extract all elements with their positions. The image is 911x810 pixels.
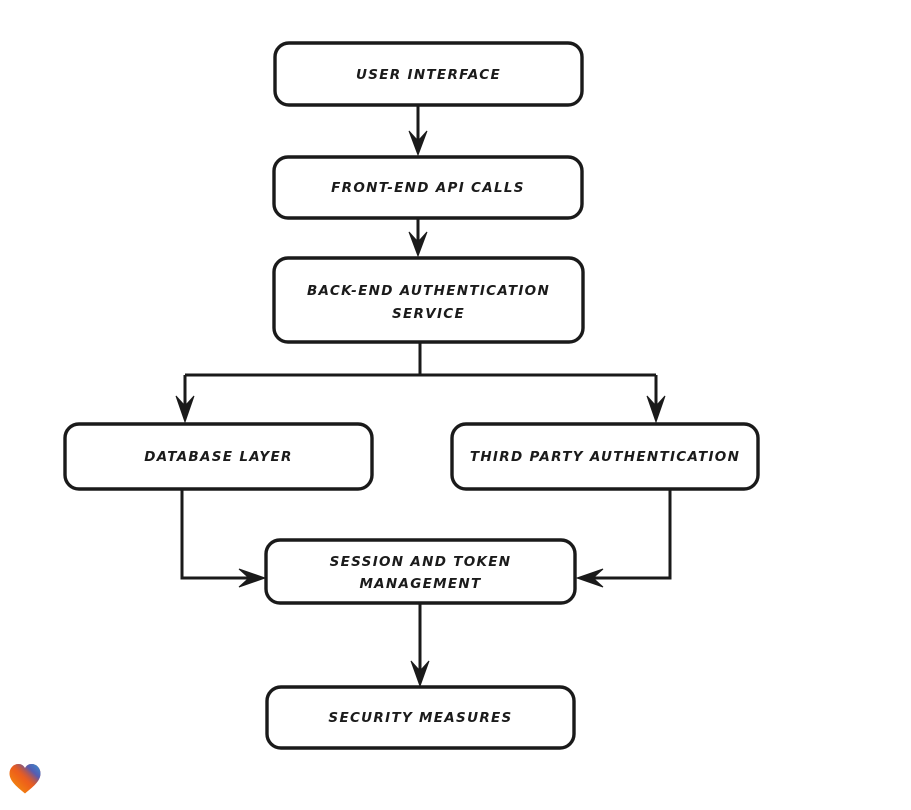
node-box-front-end-api-calls[interactable] bbox=[272, 155, 584, 220]
node-label-session-and-token-management-line1: SESSION AND TOKEN bbox=[330, 554, 512, 570]
node-user-interface[interactable]: USER INTERFACE bbox=[273, 41, 584, 107]
node-label-security-measures: SECURITY MEASURES bbox=[328, 710, 512, 726]
node-box-session-and-token-management[interactable] bbox=[264, 538, 577, 605]
edge-third-party-authentication-to-session-management bbox=[575, 489, 672, 588]
node-front-end-api-calls[interactable]: FRONT-END API CALLS bbox=[272, 155, 584, 220]
node-box-security-measures[interactable] bbox=[265, 685, 576, 750]
node-back-end-authentication-service[interactable]: BACK-END AUTHENTICATION SERVICE bbox=[272, 256, 585, 344]
node-database-layer[interactable]: DATABASE LAYER bbox=[63, 422, 374, 491]
node-security-measures[interactable]: SECURITY MEASURES bbox=[265, 685, 576, 750]
edge-front-end-to-back-end bbox=[408, 218, 428, 258]
node-label-database-layer: DATABASE LAYER bbox=[144, 449, 292, 465]
edge-session-management-to-security-measures bbox=[410, 603, 430, 688]
edge-database-layer-to-session-management bbox=[180, 489, 267, 588]
edge-back-end-to-database-layer bbox=[175, 375, 195, 424]
node-label-session-and-token-management-line2: MANAGEMENT bbox=[359, 576, 482, 592]
node-label-back-end-authentication-service-line1: BACK-END AUTHENTICATION bbox=[307, 283, 550, 299]
node-label-back-end-authentication-service-line2: SERVICE bbox=[392, 306, 465, 322]
node-label-user-interface: USER INTERFACE bbox=[356, 67, 501, 83]
node-box-database-layer[interactable] bbox=[63, 422, 374, 491]
heart-icon bbox=[9, 764, 41, 794]
node-session-and-token-management[interactable]: SESSION AND TOKEN MANAGEMENT bbox=[264, 538, 577, 605]
node-label-third-party-authentication: THIRD PARTY AUTHENTICATION bbox=[470, 449, 740, 465]
edge-back-end-to-third-party-authentication bbox=[646, 375, 666, 424]
node-box-back-end-authentication-service[interactable] bbox=[272, 256, 585, 344]
heart-icon-fill bbox=[9, 764, 41, 794]
edge-back-end-split-bus bbox=[185, 342, 656, 377]
edge-user-interface-to-front-end bbox=[408, 105, 428, 157]
node-box-third-party-authentication[interactable] bbox=[450, 422, 760, 491]
node-label-front-end-api-calls: FRONT-END API CALLS bbox=[331, 180, 525, 196]
node-box-user-interface[interactable] bbox=[273, 41, 584, 107]
node-third-party-authentication[interactable]: THIRD PARTY AUTHENTICATION bbox=[450, 422, 760, 491]
